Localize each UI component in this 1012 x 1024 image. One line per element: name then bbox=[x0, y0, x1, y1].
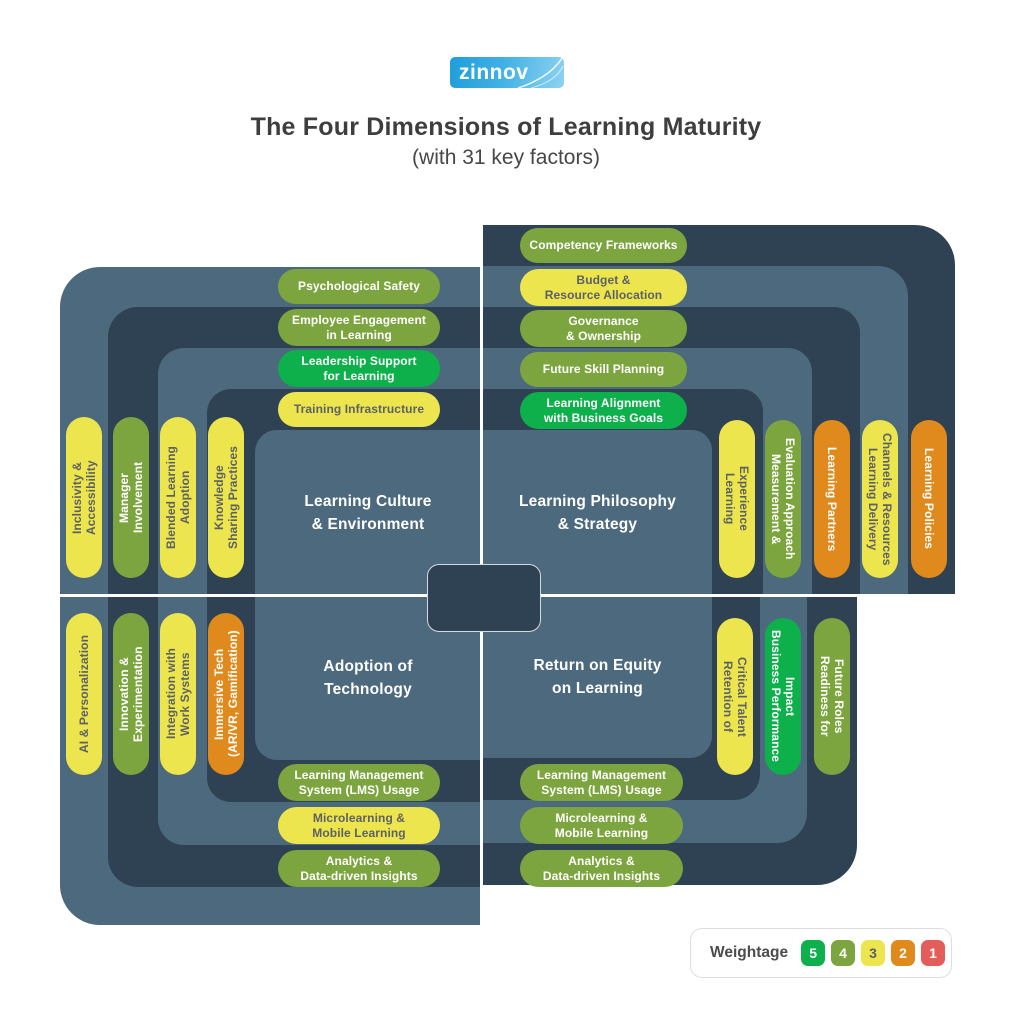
factor-lms-usage: Learning Management System (LMS) Usage bbox=[520, 764, 683, 801]
factor-analytics-data-driven-insights: Analytics & Data-driven Insights bbox=[520, 850, 683, 887]
factor-competency-frameworks: Competency Frameworks bbox=[520, 228, 687, 263]
weightage-swatch-2: 2 bbox=[891, 940, 916, 966]
page-title: The Four Dimensions of Learning Maturity bbox=[250, 113, 762, 141]
factor-analytics-data-driven-insights: Analytics & Data-driven Insights bbox=[278, 850, 440, 887]
quadrant-title-adoption-of-technology: Adoption of Technology bbox=[323, 658, 413, 698]
factor-learning-alignment-business-goals: Learning Alignment with Business Goals bbox=[520, 392, 687, 429]
factor-immersive-tech: Immersive Tech (AR/VR, Gamification) bbox=[208, 613, 244, 775]
factor-knowledge-sharing-practices: Knowledge Sharing Practices bbox=[208, 417, 244, 578]
factor-retention-of-critical-talent: Retention of Critical Talent bbox=[717, 618, 753, 775]
quadrant-return-on-equity: Retention of Critical Talent Business Pe… bbox=[483, 597, 857, 887]
factor-training-infrastructure: Training Infrastructure bbox=[278, 392, 440, 427]
factor-psychological-safety: Psychological Safety bbox=[278, 269, 440, 304]
quadrant-adoption-of-technology: AI & Personalization Innovation & Experi… bbox=[60, 597, 480, 925]
factor-microlearning-mobile-learning: Microlearning & Mobile Learning bbox=[520, 807, 683, 844]
factor-readiness-for-future-roles: Readiness for Future Roles bbox=[814, 618, 850, 775]
logo-swoosh-icon bbox=[517, 57, 564, 88]
weightage-swatch-3: 3 bbox=[861, 940, 886, 966]
factor-governance-ownership: Governance & Ownership bbox=[520, 310, 687, 347]
factor-learning-experience: Learning Experience bbox=[719, 420, 755, 578]
weightage-legend-label: Weightage bbox=[710, 944, 789, 961]
factor-employee-engagement-in-learning: Employee Engagement in Learning bbox=[278, 309, 440, 346]
matrix-center-hub bbox=[427, 564, 541, 632]
quadrant-title-learning-culture: Learning Culture & Environment bbox=[304, 493, 432, 533]
quadrant-learning-culture: Psychological Safety Employee Engagement… bbox=[60, 267, 480, 597]
factor-learning-policies: Learning Policies bbox=[911, 420, 947, 578]
factor-blended-learning-adoption: Blended Learning Adoption bbox=[160, 417, 196, 578]
factor-integration-with-work-systems: Integration with Work Systems bbox=[160, 613, 196, 775]
factor-ai-personalization: AI & Personalization bbox=[66, 613, 102, 775]
factor-learning-partners: Learning Partners bbox=[814, 420, 850, 578]
factor-business-performance-impact: Business Performance Impact bbox=[765, 618, 801, 775]
page-subtitle: (with 31 key factors) bbox=[412, 146, 600, 169]
zinnov-logo-text: zinnov bbox=[459, 61, 529, 84]
factor-learning-delivery-channels-resources: Learning Delivery Channels & Resources bbox=[862, 420, 898, 578]
factor-lms-usage: Learning Management System (LMS) Usage bbox=[278, 764, 440, 801]
weightage-swatch-5: 5 bbox=[801, 940, 826, 966]
factor-microlearning-mobile-learning: Microlearning & Mobile Learning bbox=[278, 807, 440, 844]
quadrant-title-return-on-equity: Return on Equity on Learning bbox=[533, 657, 662, 697]
zinnov-logo: zinnov bbox=[450, 57, 564, 88]
factor-inclusivity-accessibility: Inclusivity & Accessibility bbox=[66, 417, 102, 578]
factor-future-skill-planning: Future Skill Planning bbox=[520, 352, 687, 387]
factor-leadership-support-for-learning: Leadership Support for Learning bbox=[278, 350, 440, 387]
factor-measurement-evaluation-approach: Measurement & Evaluation Approach bbox=[765, 420, 801, 578]
quadrant-learning-philosophy: Competency Frameworks Budget & Resource … bbox=[483, 225, 955, 597]
weightage-swatch-1: 1 bbox=[921, 940, 946, 966]
factor-innovation-experimentation: Innovation & Experimentation bbox=[113, 613, 149, 775]
quadrant-title-learning-philosophy: Learning Philosophy & Strategy bbox=[518, 493, 677, 533]
factor-budget-resource-allocation: Budget & Resource Allocation bbox=[520, 269, 687, 306]
weightage-swatch-4: 4 bbox=[831, 940, 856, 966]
factor-manager-involvement: Manager Involvement bbox=[113, 417, 149, 578]
weightage-legend: Weightage 5 4 3 2 1 bbox=[690, 928, 952, 978]
